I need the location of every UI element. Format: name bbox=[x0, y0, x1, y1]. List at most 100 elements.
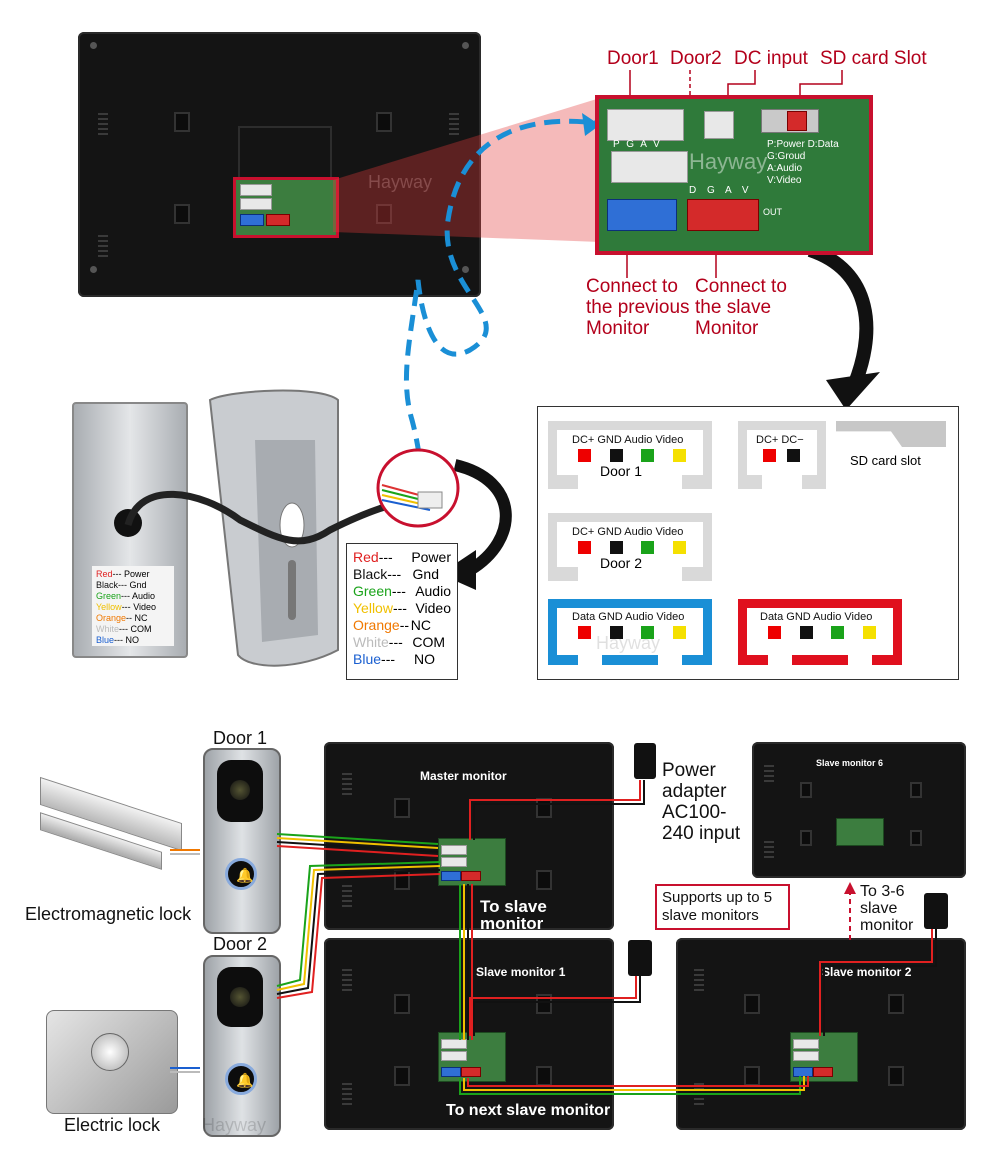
slave-monitor-1-title: Slave monitor 1 bbox=[476, 965, 566, 979]
legend-line-green: Green---Audio bbox=[353, 583, 451, 599]
legend-line-yellow: Yellow---Video bbox=[353, 600, 451, 616]
door1-connector bbox=[607, 109, 684, 141]
board-legend-line: G:Groud bbox=[767, 151, 806, 162]
door1-name: Door 1 bbox=[600, 463, 643, 479]
label-line: monitor bbox=[860, 917, 914, 934]
sd-card-shape bbox=[836, 421, 946, 447]
label-door2: Door2 bbox=[670, 48, 722, 69]
power-adapter-slave2 bbox=[924, 893, 948, 929]
legend-line-red: Red---Power bbox=[353, 549, 451, 565]
blue-outline bbox=[548, 599, 712, 665]
wire-label-sticker: Red--- Power Black--- Gnd Green--- Audio… bbox=[92, 566, 174, 646]
screw bbox=[90, 42, 97, 49]
door2-outline bbox=[548, 513, 712, 581]
label-line: monitor bbox=[480, 914, 544, 933]
sticker-line-yellow: Yellow--- Video bbox=[96, 602, 157, 612]
mount-slot bbox=[174, 204, 190, 224]
label-line: slave monitors bbox=[662, 907, 759, 924]
label-line: the slave bbox=[695, 297, 772, 318]
electric-lock bbox=[46, 1010, 178, 1114]
pin-black bbox=[800, 626, 813, 639]
label-connect-previous: Connect to the previous Monitor bbox=[586, 276, 690, 339]
lock-cylinder bbox=[91, 1033, 129, 1071]
door2-label: Door 2 bbox=[213, 934, 268, 954]
camera-lens-housing bbox=[217, 760, 263, 822]
watermark: Hayway bbox=[368, 172, 433, 192]
pin-green bbox=[641, 626, 654, 639]
slave-monitor-2-title: Slave monitor 2 bbox=[822, 965, 912, 979]
monitor-back-top: Hayway bbox=[78, 32, 481, 297]
door1-outline bbox=[548, 421, 712, 489]
dashed-cable-path bbox=[403, 118, 611, 482]
sd-card-label: SD card slot bbox=[850, 453, 921, 468]
bell-button: 🔔 bbox=[225, 1063, 257, 1095]
pin-red bbox=[578, 626, 591, 639]
master-board bbox=[438, 838, 506, 886]
power-adapter-master bbox=[634, 743, 656, 779]
door2-connector bbox=[611, 151, 688, 183]
label-line: Connect to bbox=[695, 276, 787, 297]
supports-box: Supports up to 5 slave monitors bbox=[655, 884, 790, 930]
slave1-board bbox=[438, 1032, 506, 1082]
board-highlight-small bbox=[233, 177, 339, 238]
pin-black bbox=[610, 541, 623, 554]
board-watermark: Hayway bbox=[689, 149, 768, 174]
label-line: adapter bbox=[662, 781, 727, 802]
label-line: slave bbox=[860, 900, 898, 917]
blue-pins-label: Data GND Audio Video bbox=[572, 611, 685, 623]
sd-highlight bbox=[787, 111, 807, 131]
sticker-line-black: Black--- Gnd bbox=[96, 580, 147, 590]
label-line: AC100- bbox=[662, 802, 727, 823]
sticker-line-orange: Orange-- NC bbox=[96, 613, 148, 623]
door2-pins-label: DC+ GND Audio Video bbox=[572, 526, 684, 538]
door-cable bbox=[124, 490, 441, 545]
label-line: Connect to bbox=[586, 276, 678, 297]
legend-line-orange: Orange--NC bbox=[353, 617, 431, 633]
label-line: Monitor bbox=[586, 318, 650, 339]
pin-black bbox=[610, 449, 623, 462]
red-pins-label: Data GND Audio Video bbox=[760, 611, 873, 623]
board-pins-bottom: D G A V bbox=[689, 185, 753, 196]
pin-yellow bbox=[673, 449, 686, 462]
rain-hood-graphic bbox=[124, 389, 460, 667]
sticker-line-green: Green--- Audio bbox=[96, 591, 156, 601]
electric-lock-label: Electric lock bbox=[64, 1115, 161, 1135]
pin-red bbox=[768, 626, 781, 639]
pin-black bbox=[787, 449, 800, 462]
curved-arrow-down bbox=[807, 243, 874, 398]
red-connector bbox=[687, 199, 759, 231]
curved-arrow-left bbox=[453, 459, 512, 576]
mount-slot bbox=[376, 204, 392, 224]
board-legend-line: P:Power D:Data bbox=[767, 139, 839, 150]
em-lock-label: Electromagnetic lock bbox=[25, 904, 192, 924]
legend-line-white: White---COM bbox=[353, 634, 445, 650]
board-zoom: P G A V D G A V P:Power D:Data G:Groud A… bbox=[595, 95, 873, 255]
vent bbox=[449, 110, 459, 138]
sticker-line-blue: Blue--- NO bbox=[96, 635, 140, 645]
label-line: the previous bbox=[586, 297, 690, 318]
pin-green bbox=[641, 449, 654, 462]
hood-slot bbox=[288, 560, 296, 620]
slave-monitor-6-title: Slave monitor 6 bbox=[816, 758, 884, 768]
dc-pins-label: DC+ DC− bbox=[756, 434, 804, 446]
door1-station: 🔔 bbox=[203, 748, 281, 934]
bottom-watermark: Hayway bbox=[202, 1115, 267, 1135]
master-monitor-title: Master monitor bbox=[420, 769, 507, 783]
board-pins-top: P G A V bbox=[613, 139, 662, 150]
to-slave-label: To slave monitor bbox=[480, 898, 547, 932]
pin-yellow bbox=[863, 626, 876, 639]
label-line: Supports up to 5 bbox=[662, 889, 773, 906]
sticker-line-red: Red--- Power bbox=[96, 569, 150, 579]
pin-red bbox=[763, 449, 776, 462]
plug-connector bbox=[417, 491, 443, 509]
bell-icon: 🔔 bbox=[236, 1072, 254, 1088]
bell-icon: 🔔 bbox=[236, 867, 254, 883]
pin-red bbox=[578, 541, 591, 554]
slave6-board bbox=[836, 818, 884, 846]
board-legend-line: A:Audio bbox=[767, 163, 803, 174]
red-outline bbox=[738, 599, 902, 665]
pin-red bbox=[578, 449, 591, 462]
label-line: To 3-6 bbox=[860, 883, 905, 900]
dc-outline bbox=[738, 421, 826, 489]
door1-pins-label: DC+ GND Audio Video bbox=[572, 434, 684, 446]
